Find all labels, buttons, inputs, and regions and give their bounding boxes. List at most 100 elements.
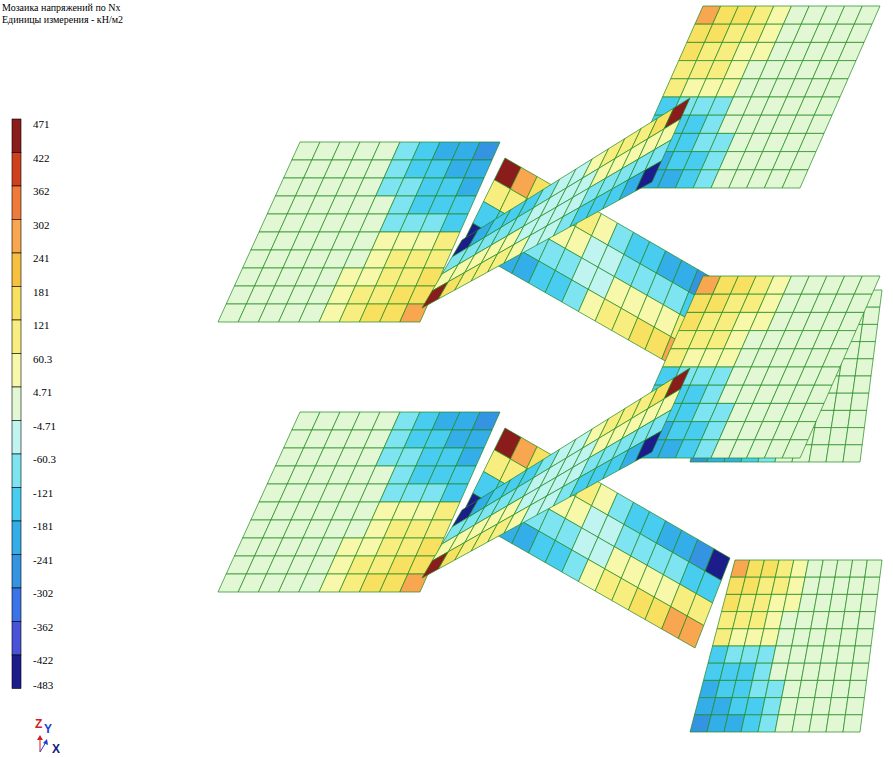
axis-label: X (52, 743, 60, 755)
mesh-cell (853, 646, 871, 663)
mesh-cell (792, 715, 812, 732)
plate (218, 142, 500, 322)
mesh-cell (845, 428, 864, 445)
legend-swatch (12, 287, 21, 321)
mesh-cell (809, 715, 829, 732)
mesh-cell (456, 448, 484, 466)
legend-value: 302 (33, 220, 50, 231)
mesh-cell (839, 629, 857, 646)
mesh-cell (854, 276, 880, 294)
mesh-cell (831, 680, 850, 697)
legend-swatch (12, 454, 21, 488)
mesh-cell (448, 196, 476, 214)
mesh-cell (464, 430, 492, 448)
mesh-cell (814, 367, 840, 385)
mesh-cell (862, 577, 879, 594)
legend-swatch (12, 421, 21, 455)
mesh-cell (826, 445, 845, 462)
mesh-cell (678, 616, 703, 648)
legend-value: 121 (33, 320, 50, 331)
mesh-cell (855, 359, 873, 376)
legend-value: -362 (33, 622, 53, 633)
mesh-cell (846, 294, 872, 312)
mesh-cell (815, 680, 834, 697)
mesh-cell (860, 594, 878, 611)
mesh-cell (843, 445, 862, 462)
legend-swatch (12, 588, 21, 622)
legend-value: 471 (33, 119, 50, 130)
mesh-cell (448, 466, 476, 484)
mesh-cell (830, 331, 856, 349)
mesh-cell (801, 663, 820, 680)
legend-value: -241 (33, 555, 53, 566)
mesh-cell (432, 232, 460, 250)
legend-swatch (12, 387, 21, 421)
mesh-cell (822, 349, 848, 367)
mesh-cell (818, 663, 837, 680)
mesh-cell (850, 663, 869, 680)
units-note: Единицы измерения - кН/м2 (2, 15, 123, 25)
mesh-cell (806, 385, 832, 403)
mesh-cell (636, 161, 662, 191)
mesh-cell (834, 393, 853, 410)
mesh-cell (837, 376, 856, 393)
mesh-cell (850, 393, 869, 410)
mesh-cell (865, 560, 882, 577)
mesh-cell (848, 410, 867, 427)
mesh-cell (845, 698, 864, 715)
mesh-cell (798, 403, 824, 421)
mesh-cell (826, 612, 844, 629)
axis-label: Z (35, 718, 42, 730)
plate (422, 368, 690, 578)
mesh-cell (464, 160, 492, 178)
mesh-cell (798, 133, 824, 151)
mesh-cell (831, 410, 850, 427)
plate (690, 560, 882, 732)
mesh-cell (829, 594, 847, 611)
legend-swatch (12, 153, 21, 187)
mesh-cell (860, 324, 878, 341)
legend-value: -302 (33, 588, 53, 599)
mesh-cell (853, 376, 871, 393)
mesh-cell (854, 6, 880, 24)
legend-value: -483 (33, 680, 53, 691)
mesh-cell (456, 178, 484, 196)
mesh-cell (835, 560, 853, 577)
mesh-cell (823, 629, 842, 646)
legend-swatch (12, 354, 21, 388)
plate (462, 158, 730, 378)
mesh-cell (782, 440, 808, 458)
mesh-cell (834, 663, 853, 680)
mesh-cell (440, 214, 468, 232)
plot-title: Мозаика напряжений по Nx (2, 3, 120, 13)
plate (422, 98, 690, 308)
mesh-cell (838, 42, 864, 60)
mesh-cell (472, 142, 500, 160)
legend-value: 181 (33, 287, 50, 298)
legend-value: -4.71 (33, 421, 56, 432)
legend-value: 241 (33, 253, 50, 264)
legend-value: -60.3 (33, 454, 56, 465)
mesh-cell (782, 170, 808, 188)
plate (690, 290, 882, 462)
mesh-cell (845, 594, 863, 611)
legend-value: 4.71 (33, 387, 52, 398)
mesh-cell (804, 646, 823, 663)
plate (218, 412, 500, 592)
legend-value: 422 (33, 153, 50, 164)
legend-swatch (12, 220, 21, 254)
mesh-cell (847, 577, 865, 594)
mesh-cell (842, 612, 860, 629)
mesh-cell (829, 428, 848, 445)
mesh-cell (846, 24, 872, 42)
legend-value: 362 (33, 186, 50, 197)
legend-swatch (12, 119, 21, 153)
legend-swatch (12, 186, 21, 220)
mesh-cell (790, 152, 816, 170)
mesh-cell (814, 97, 840, 115)
mesh-cell (848, 680, 867, 697)
mesh-cell (821, 646, 840, 663)
mesh-cell (837, 646, 856, 663)
plate (462, 428, 730, 648)
